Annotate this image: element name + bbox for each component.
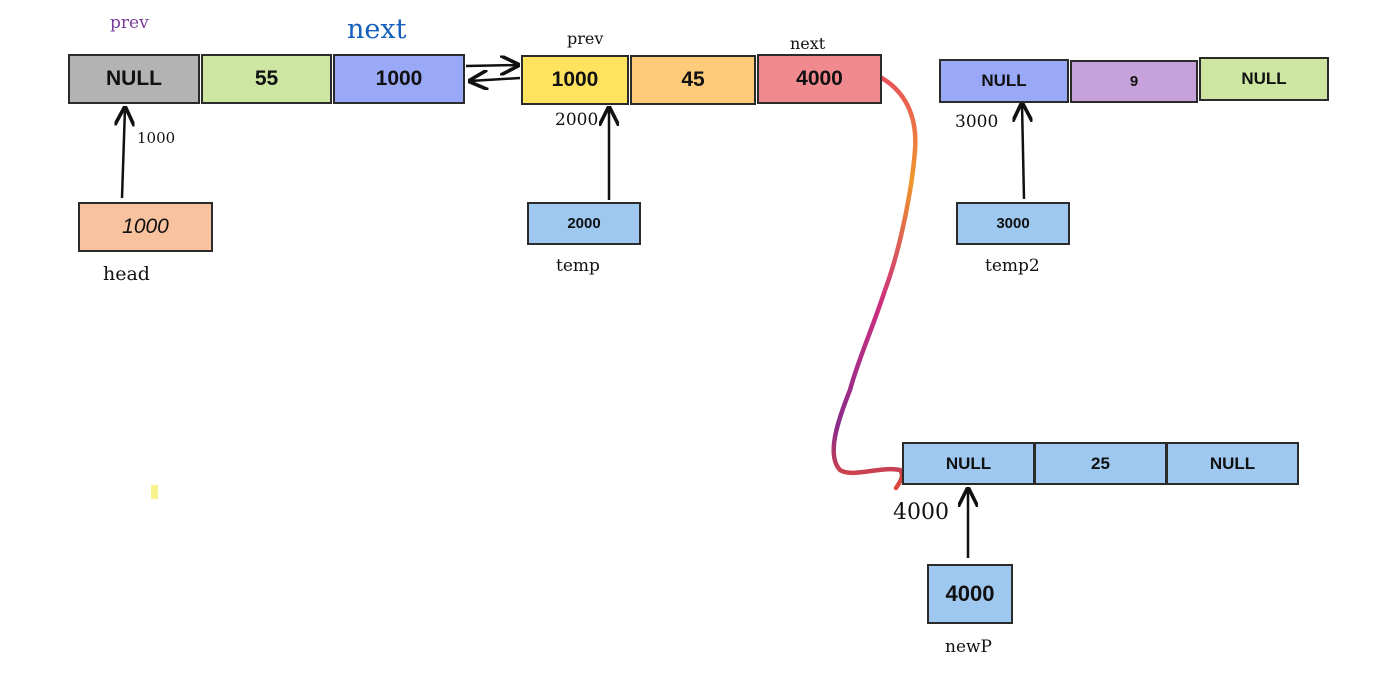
- head-pointer-label: head: [103, 263, 150, 285]
- head-node-next-label: next: [347, 14, 407, 45]
- temp2-pointer-box: 3000: [956, 202, 1070, 245]
- prev-link-arrow: [470, 78, 521, 81]
- node3-next-cell: NULL: [1199, 57, 1329, 101]
- node2-address: 2000: [555, 110, 599, 130]
- newp-pointer-box: 4000: [927, 564, 1013, 624]
- node3-prev-cell: NULL: [939, 59, 1069, 103]
- newp-pointer-label: newP: [945, 637, 992, 657]
- head-pointer-box: 1000: [78, 202, 213, 252]
- new-node-address: 4000: [893, 500, 949, 525]
- head-node-data-cell: 55: [201, 54, 332, 104]
- head-node-next-cell: 1000: [333, 54, 465, 104]
- node2-prev-label: prev: [567, 29, 604, 48]
- head-node-prev-label: prev: [110, 13, 149, 33]
- new-node-data-cell: 25: [1034, 442, 1167, 485]
- node2-data-cell: 45: [630, 55, 756, 105]
- new-node-next-cell: NULL: [1166, 442, 1299, 485]
- head-node-prev-cell: NULL: [68, 54, 200, 104]
- stray-mark: [151, 485, 158, 499]
- node3-data-cell: 9: [1070, 60, 1198, 103]
- new-node-prev-cell: NULL: [902, 442, 1035, 485]
- node2-prev-cell: 1000: [521, 55, 629, 105]
- temp-pointer-label: temp: [556, 256, 600, 276]
- node2-next-cell: 4000: [757, 54, 882, 104]
- node3-address: 3000: [955, 112, 999, 132]
- temp-pointer-box: 2000: [527, 202, 641, 245]
- next-link-arrow: [465, 65, 518, 66]
- temp2-pointer-arrow: [1022, 104, 1024, 200]
- head-pointer-arrow: [122, 108, 125, 199]
- node2-next-label: next: [790, 34, 826, 53]
- temp2-pointer-label: temp2: [985, 256, 1040, 276]
- new-link-curve: [831, 74, 918, 491]
- head-node-address: 1000: [137, 129, 176, 147]
